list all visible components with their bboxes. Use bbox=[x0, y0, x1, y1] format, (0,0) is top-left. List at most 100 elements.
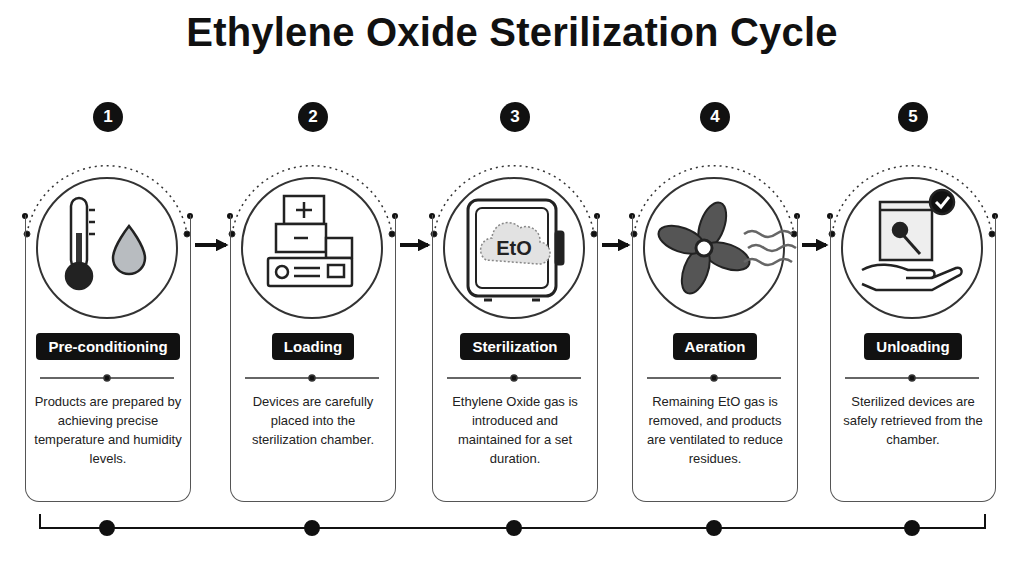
chamber-icon bbox=[481, 223, 550, 264]
boxes-icon bbox=[276, 266, 288, 278]
step-label: Unloading bbox=[864, 333, 961, 360]
icon-frames bbox=[829, 166, 995, 318]
package-icon bbox=[862, 190, 962, 290]
step-label: Aeration bbox=[673, 333, 758, 360]
chamber-icon bbox=[484, 299, 492, 302]
icon-frames bbox=[37, 178, 177, 318]
thermometer-icon bbox=[66, 198, 145, 289]
step-number: 5 bbox=[898, 102, 928, 132]
step-label: Sterilization bbox=[460, 333, 569, 360]
boxes-icon bbox=[268, 196, 352, 286]
timeline-bracket bbox=[905, 521, 919, 535]
step-card: LoadingDevices are carefully placed into… bbox=[230, 215, 396, 502]
boxes-icon bbox=[294, 275, 320, 278]
card-top-dots bbox=[794, 213, 800, 219]
icon-frames bbox=[229, 166, 395, 318]
step-label-row: Unloading bbox=[831, 333, 995, 360]
step-card: UnloadingSterilized devices are safely r… bbox=[830, 215, 996, 502]
package-icon bbox=[930, 190, 954, 214]
icon-frames bbox=[591, 231, 597, 237]
boxes-icon bbox=[326, 238, 352, 258]
flow-arrow bbox=[195, 243, 226, 247]
icon-frames bbox=[242, 178, 382, 318]
step-label-row: Pre-conditioning bbox=[26, 333, 190, 360]
flow-arrow bbox=[602, 243, 628, 247]
chamber-gas-label: EtO bbox=[484, 237, 544, 260]
thermometer-icon bbox=[66, 263, 92, 289]
package-icon bbox=[893, 223, 907, 237]
boxes-icon bbox=[276, 224, 326, 252]
step-number-text: 5 bbox=[908, 107, 917, 127]
dividers bbox=[909, 375, 915, 381]
chamber-icon bbox=[556, 232, 563, 264]
icon-frames bbox=[184, 231, 190, 237]
timeline-bracket bbox=[40, 514, 985, 535]
dividers bbox=[40, 375, 979, 381]
dividers bbox=[711, 375, 717, 381]
dividers bbox=[309, 375, 315, 381]
icon-frames bbox=[989, 231, 995, 237]
flow-arrow bbox=[400, 243, 428, 247]
flow-arrow bbox=[802, 243, 826, 247]
icon-frames bbox=[444, 178, 584, 318]
step-label: Loading bbox=[272, 333, 354, 360]
icon-frames bbox=[389, 231, 395, 237]
boxes-icon bbox=[294, 237, 308, 240]
fan-icon bbox=[748, 245, 796, 251]
step-number-text: 4 bbox=[710, 107, 719, 127]
boxes-icon bbox=[296, 209, 312, 212]
dividers bbox=[511, 375, 517, 381]
step-card: AerationRemaining EtO gas is removed, an… bbox=[632, 215, 798, 502]
boxes-icon bbox=[268, 258, 352, 286]
package-icon bbox=[904, 236, 920, 254]
step-label-row: Loading bbox=[231, 333, 395, 360]
step-card: Pre-conditioningProducts are prepared by… bbox=[25, 215, 191, 502]
step-number-text: 2 bbox=[308, 107, 317, 127]
timeline-bracket bbox=[100, 521, 114, 535]
fan-icon bbox=[655, 199, 796, 297]
fan-icon bbox=[744, 259, 792, 265]
icon-frames bbox=[842, 178, 982, 318]
card-top-dots bbox=[22, 213, 998, 219]
package-icon bbox=[880, 202, 932, 260]
card-top-dots bbox=[992, 213, 998, 219]
timeline-bracket bbox=[305, 521, 319, 535]
boxes-icon bbox=[328, 265, 344, 277]
step-number: 3 bbox=[500, 102, 530, 132]
fan-icon bbox=[744, 231, 792, 237]
step-label-row: Aeration bbox=[633, 333, 797, 360]
timeline-bracket bbox=[707, 521, 721, 535]
step-description: Sterilized devices are safely retrieved … bbox=[839, 393, 987, 450]
icon-frames bbox=[431, 166, 597, 318]
package-icon bbox=[880, 209, 932, 212]
step-number-text: 1 bbox=[103, 107, 112, 127]
package-icon bbox=[862, 265, 962, 290]
fan-icon bbox=[696, 240, 712, 256]
thermometer-icon bbox=[89, 233, 95, 236]
step-description: Remaining EtO gas is removed, and produc… bbox=[641, 393, 789, 468]
thermometer-icon bbox=[89, 209, 95, 212]
boxes-icon bbox=[294, 267, 320, 270]
package-icon bbox=[936, 197, 949, 207]
step-label: Pre-conditioning bbox=[36, 333, 179, 360]
step-number: 1 bbox=[93, 102, 123, 132]
timeline-bracket bbox=[507, 521, 521, 535]
step-number-text: 3 bbox=[510, 107, 519, 127]
step-label-row: Sterilization bbox=[433, 333, 597, 360]
card-top-dots bbox=[594, 213, 600, 219]
chamber-icon bbox=[532, 299, 540, 302]
chamber-icon bbox=[468, 200, 563, 300]
step-description: Devices are carefully placed into the st… bbox=[239, 393, 387, 450]
thermometer-icon bbox=[89, 221, 95, 224]
icon-frames bbox=[631, 166, 797, 318]
fan-icon bbox=[655, 199, 753, 297]
step-description: Ethylene Oxide gas is introduced and mai… bbox=[441, 393, 589, 468]
icon-frames bbox=[24, 166, 190, 318]
card-top-dots bbox=[392, 213, 398, 219]
fan-icon bbox=[744, 231, 796, 265]
step-number: 4 bbox=[700, 102, 730, 132]
thermometer-icon bbox=[113, 226, 145, 274]
boxes-icon bbox=[284, 196, 324, 224]
